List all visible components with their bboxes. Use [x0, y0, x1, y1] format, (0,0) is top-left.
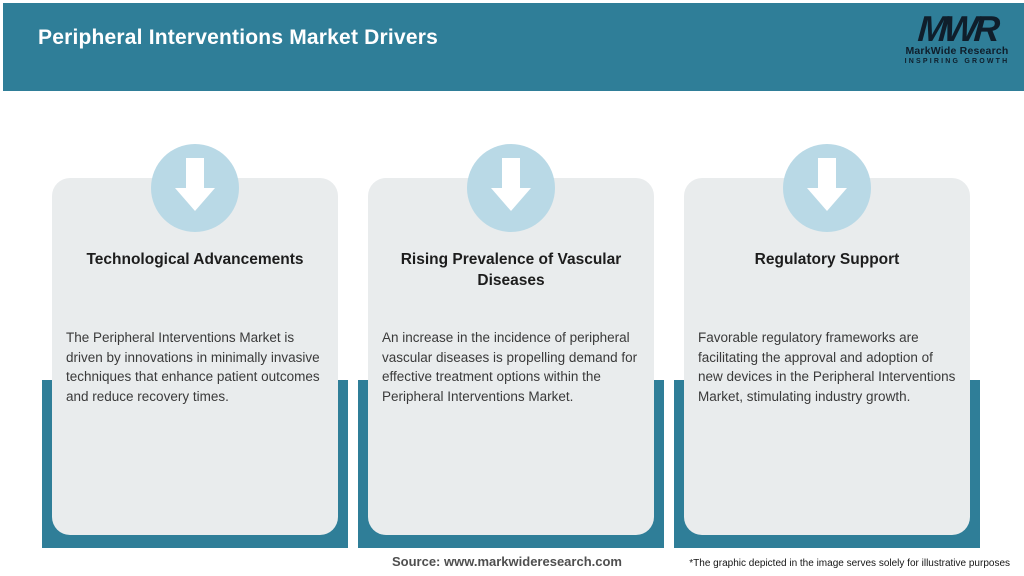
card-body: An increase in the incidence of peripher…: [382, 330, 638, 405]
driver-column-rising-prevalence: Rising Prevalence of Vascular Diseases A…: [358, 140, 664, 552]
driver-card: Technological Advancements The Periphera…: [52, 178, 338, 535]
logo-tagline: INSPIRING GROWTH: [904, 58, 1010, 65]
card-body: The Peripheral Interventions Market is d…: [66, 330, 320, 405]
markwide-research-logo: MWR MarkWide Research INSPIRING GROWTH: [902, 8, 1012, 65]
driver-column-technological-advancements: Technological Advancements The Periphera…: [42, 140, 348, 552]
driver-column-regulatory-support: Regulatory Support Favorable regulatory …: [674, 140, 980, 552]
down-arrow-icon: [151, 144, 239, 232]
header-bar: Peripheral Interventions Market Drivers …: [3, 3, 1024, 91]
driver-card: Regulatory Support Favorable regulatory …: [684, 178, 970, 535]
card-title: Technological Advancements: [86, 251, 304, 268]
driver-card: Rising Prevalence of Vascular Diseases A…: [368, 178, 654, 535]
logo-name: MarkWide Research: [905, 45, 1009, 57]
disclaimer-text: *The graphic depicted in the image serve…: [689, 558, 1010, 569]
card-body: Favorable regulatory frameworks are faci…: [698, 330, 956, 405]
logo-monogram: MWR: [916, 8, 998, 49]
card-title: Regulatory Support: [754, 251, 900, 268]
down-arrow-icon: [467, 144, 555, 232]
card-title: Rising Prevalence of Vascular Diseases: [400, 251, 622, 289]
source-text: Source: www.markwideresearch.com: [391, 554, 622, 569]
page-title: Peripheral Interventions Market Drivers: [38, 26, 438, 49]
down-arrow-icon: [783, 144, 871, 232]
